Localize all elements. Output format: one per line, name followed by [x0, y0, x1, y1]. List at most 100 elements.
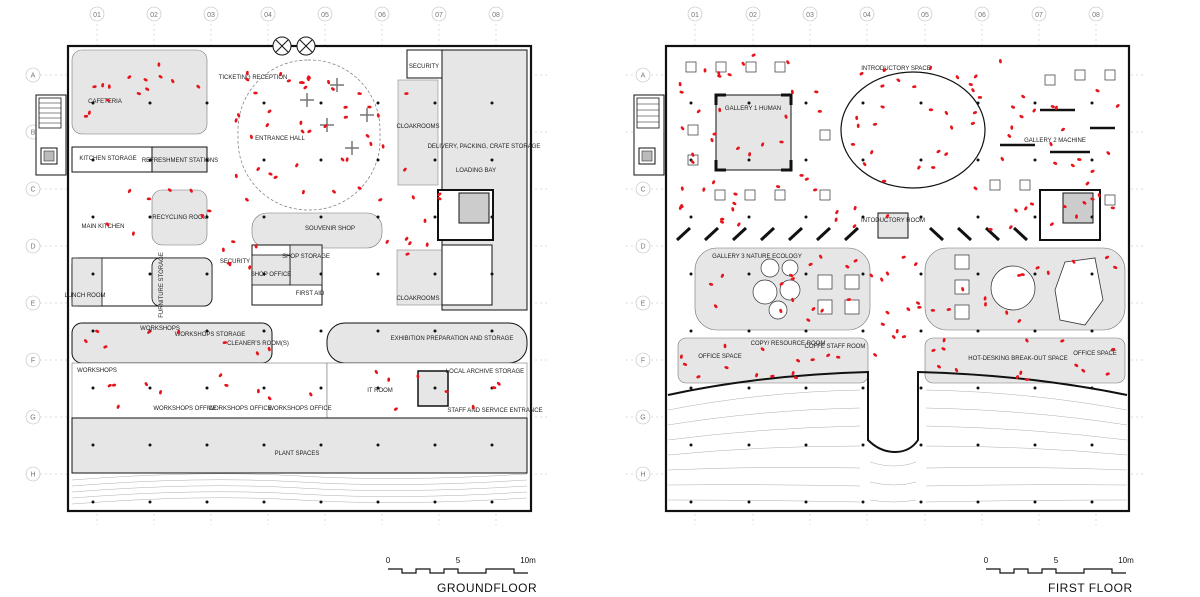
structural-column	[919, 500, 923, 504]
structural-column	[490, 158, 494, 162]
person-marker	[973, 186, 978, 191]
grid-row-label: E	[31, 301, 36, 308]
structural-column	[433, 329, 437, 333]
person-marker	[810, 358, 815, 362]
grid-row-label: B	[31, 130, 36, 137]
person-marker	[1082, 201, 1087, 205]
person-marker	[983, 296, 987, 301]
person-marker	[245, 197, 249, 202]
person-marker	[775, 185, 781, 189]
person-marker	[724, 366, 729, 370]
room-entrance-hall: ENTRANCE HALL	[255, 136, 305, 142]
structural-column	[205, 500, 209, 504]
person-marker	[779, 282, 784, 286]
structural-column	[319, 272, 323, 276]
person-marker	[365, 134, 370, 138]
person-marker	[267, 109, 272, 114]
person-marker	[200, 213, 204, 219]
structural-column	[376, 386, 380, 390]
person-marker	[1075, 214, 1078, 219]
person-marker	[817, 109, 822, 113]
person-marker	[819, 254, 823, 259]
person-marker	[207, 209, 212, 213]
grid-bubble	[802, 6, 818, 22]
person-marker	[1062, 204, 1067, 209]
person-marker	[727, 73, 732, 77]
structural-column	[1033, 158, 1037, 162]
person-marker	[941, 347, 946, 351]
person-marker	[961, 287, 965, 292]
person-marker	[273, 175, 278, 179]
ground-floor-scale-bar: 0 5 10m GROUNDFLOOR	[386, 556, 537, 595]
person-marker	[1017, 319, 1022, 323]
person-marker	[703, 68, 707, 73]
person-marker	[717, 71, 721, 76]
person-marker	[872, 122, 878, 126]
person-marker	[955, 75, 960, 80]
person-marker	[779, 140, 784, 144]
person-marker	[147, 330, 151, 334]
person-marker	[299, 81, 304, 84]
person-marker	[690, 160, 695, 164]
structural-column	[433, 101, 437, 105]
person-marker	[1019, 115, 1024, 119]
person-marker	[950, 125, 954, 130]
person-marker	[267, 396, 272, 401]
grid-col-label: 05	[321, 12, 329, 19]
person-marker	[437, 192, 442, 196]
room-shop-office: SHOP OFFICE	[251, 272, 292, 278]
grid-bubble	[687, 6, 703, 22]
room-lunch-room: LUNCH ROOM	[64, 293, 105, 299]
structural-column	[919, 443, 923, 447]
grid-col-label: 07	[435, 12, 443, 19]
grid-row-label: E	[641, 301, 646, 308]
structural-column	[205, 443, 209, 447]
grid-bubble	[25, 409, 41, 425]
person-marker	[1081, 368, 1086, 373]
grid-bubble	[635, 295, 651, 311]
structural-column	[433, 443, 437, 447]
structural-column	[319, 443, 323, 447]
person-marker	[862, 162, 867, 167]
person-marker	[1049, 141, 1053, 147]
person-marker	[345, 157, 349, 162]
scale-0: 0	[386, 556, 391, 565]
person-marker	[973, 74, 978, 79]
structural-column	[262, 158, 266, 162]
grid-col-label: 02	[150, 12, 158, 19]
person-marker	[1024, 206, 1028, 211]
structural-column	[433, 500, 437, 504]
person-marker	[1105, 372, 1110, 376]
structural-column	[433, 215, 437, 219]
person-marker	[357, 186, 362, 190]
person-marker	[496, 381, 501, 386]
person-marker	[880, 322, 885, 326]
person-marker	[881, 179, 887, 183]
person-marker	[835, 210, 839, 215]
grid-bubble	[25, 67, 41, 83]
structural-column	[148, 500, 152, 504]
person-marker	[799, 173, 804, 177]
person-marker	[1074, 363, 1079, 368]
person-marker	[416, 374, 420, 379]
person-marker	[107, 84, 111, 89]
person-marker	[984, 302, 987, 307]
people-markers	[83, 53, 1120, 411]
structural-column	[919, 386, 923, 390]
person-marker	[790, 89, 794, 95]
structural-column	[205, 215, 209, 219]
person-marker	[471, 404, 475, 410]
person-marker	[733, 192, 738, 196]
person-marker	[702, 187, 706, 192]
grid-row-label: A	[31, 73, 36, 80]
person-marker	[340, 157, 345, 162]
person-marker	[295, 163, 299, 168]
scale-5: 5	[456, 556, 461, 565]
structural-column	[1033, 101, 1037, 105]
structural-column	[148, 272, 152, 276]
room-workshops-storage: WORKSHOPS STORAGE	[175, 332, 246, 338]
room-workshops-office-3: WORKSHOPS OFFICE	[268, 406, 331, 412]
structural-column	[433, 272, 437, 276]
person-marker	[936, 149, 941, 154]
person-marker	[811, 307, 816, 311]
